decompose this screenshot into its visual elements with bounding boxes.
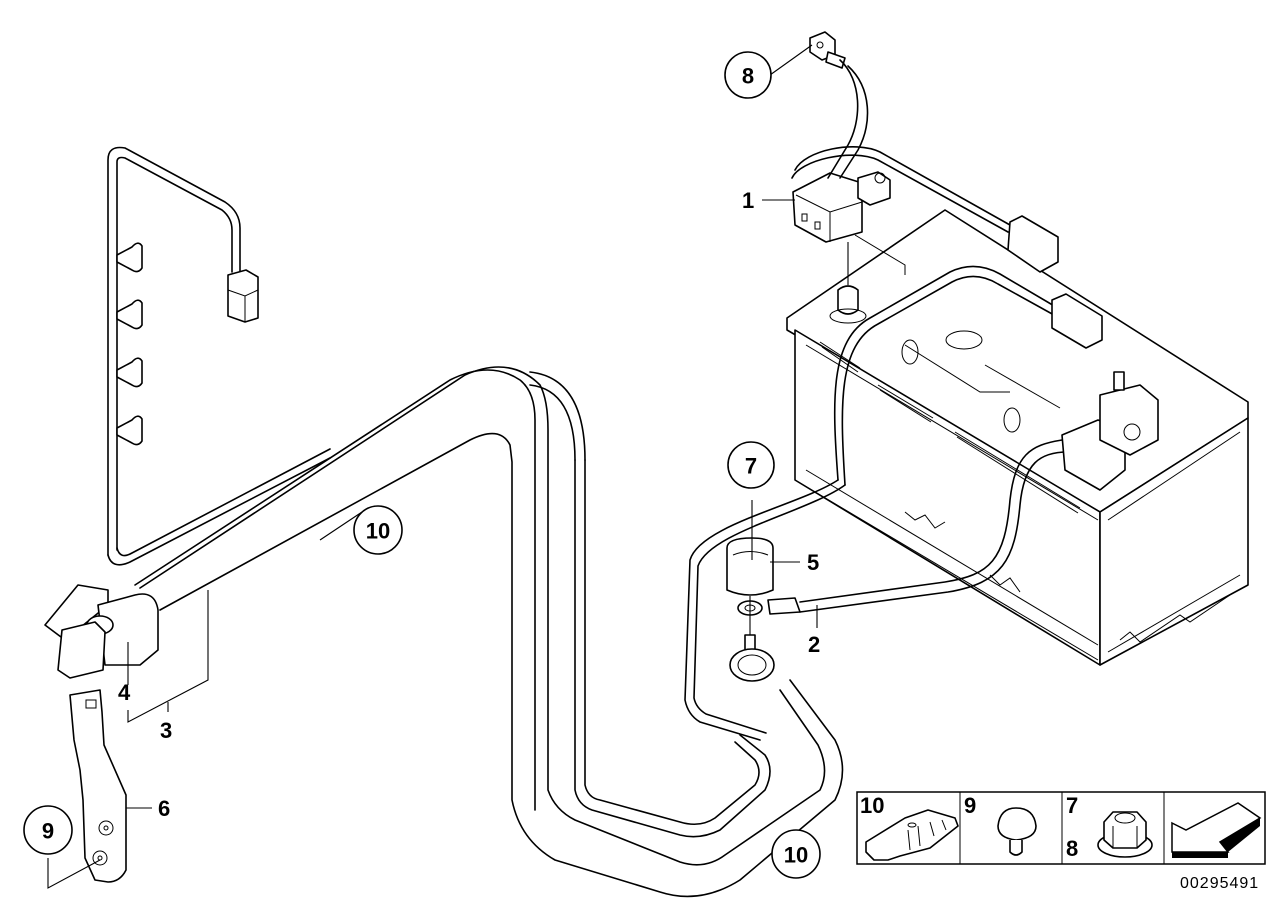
bracket-icon xyxy=(69,689,127,883)
callout-1: 1 xyxy=(742,188,754,213)
callout-2: 2 xyxy=(808,632,820,657)
positive-cable-icon xyxy=(134,366,844,898)
terminal-cap-icon xyxy=(726,500,775,682)
svg-text:10: 10 xyxy=(784,843,808,868)
callout-8: 8 xyxy=(724,51,772,99)
intelligent-battery-sensor-icon xyxy=(792,171,891,285)
svg-text:9: 9 xyxy=(42,819,54,844)
hex-flange-nut-icon xyxy=(1097,811,1153,858)
cable-clip-icon xyxy=(865,809,959,861)
svg-text:7: 7 xyxy=(745,454,757,479)
callout-5: 5 xyxy=(807,550,819,575)
battery-icon xyxy=(786,209,1249,666)
svg-text:10: 10 xyxy=(366,519,390,544)
battery-terminal-clamp-icon xyxy=(44,584,159,679)
leader-lines xyxy=(47,44,818,889)
hardware-legend: 10 9 7 8 xyxy=(856,791,1266,865)
document-number: 00295491 xyxy=(1180,875,1259,892)
legend-label-8: 8 xyxy=(1066,836,1078,861)
wiring-harness-icon xyxy=(684,31,1103,741)
callout-9: 9 xyxy=(23,805,73,855)
legend-label-7: 7 xyxy=(1066,793,1078,818)
callout-4: 4 xyxy=(118,680,131,705)
callout-6: 6 xyxy=(158,796,170,821)
callout-10-lower: 10 xyxy=(771,829,821,879)
callout-10-upper: 10 xyxy=(353,505,403,555)
legend-label-9: 9 xyxy=(964,793,976,818)
callout-7: 7 xyxy=(727,441,775,489)
wiring-harness-icon xyxy=(107,146,331,566)
harness-clip-icon xyxy=(116,242,143,446)
callout-3: 3 xyxy=(160,718,172,743)
legend-label-10: 10 xyxy=(860,793,884,818)
direction-arrow-icon xyxy=(1171,802,1262,858)
battery-cable-icon xyxy=(737,371,1159,616)
svg-text:8: 8 xyxy=(742,64,754,89)
plastic-rivet-icon xyxy=(997,807,1037,856)
